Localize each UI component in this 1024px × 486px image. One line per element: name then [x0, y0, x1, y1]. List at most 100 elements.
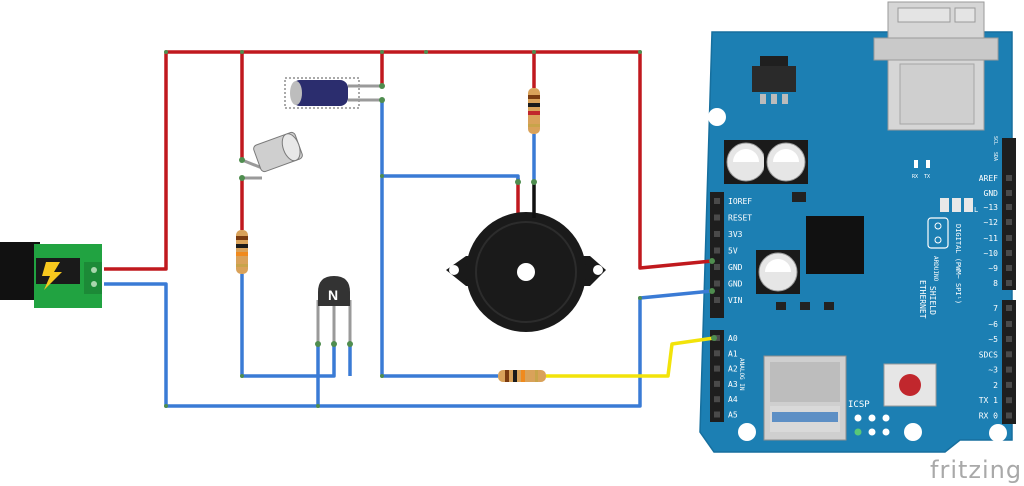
digital-pin	[1006, 305, 1012, 311]
digital-pin-label: RX 0	[979, 412, 998, 421]
piezo-buzzer	[446, 179, 606, 332]
smd-component	[792, 192, 806, 202]
digital-caption: DIGITAL (PWM~ SPI¹)	[954, 224, 962, 304]
analog-pin-label: A5	[728, 411, 738, 420]
arduino-logo: ARDUINO	[927, 217, 949, 282]
wire-bendpoints	[164, 50, 642, 408]
power-pin-label: VIN	[728, 296, 743, 305]
digital-pin	[1006, 250, 1012, 256]
electrolytic-capacitor	[284, 77, 385, 109]
mounting-hole	[904, 423, 922, 441]
digital-pin	[1006, 321, 1012, 327]
digital-pin-label: 2	[993, 381, 998, 390]
board-name-line2: SHIELD	[928, 286, 937, 315]
l-label: L	[974, 206, 978, 214]
analog-header	[710, 330, 724, 422]
wiznet-chip	[806, 216, 864, 274]
wires	[104, 50, 715, 408]
analog-pin	[714, 365, 720, 372]
led-rx	[914, 160, 918, 168]
power-pin-label: GND	[728, 280, 743, 289]
resistor-ldr-divider	[236, 230, 248, 274]
analog-pin	[714, 350, 720, 357]
power-pin-label: GND	[728, 263, 743, 272]
photoresistor	[239, 131, 303, 181]
analog-pin	[714, 411, 720, 418]
power-header	[710, 192, 724, 318]
lightning-bolt-icon	[42, 262, 62, 290]
ethernet-jack	[873, 1, 999, 131]
analog-pin	[714, 380, 720, 387]
transistor-base-wire	[240, 274, 336, 378]
digital-header-high	[1002, 138, 1016, 290]
voltage-regulator	[752, 56, 796, 104]
smd-component	[800, 302, 810, 310]
digital-pin-label: 7	[993, 304, 998, 313]
analog-pin-label: A2	[728, 365, 738, 374]
analog-pin-label: A1	[728, 349, 738, 358]
analog-pin-label: A0	[728, 334, 738, 343]
power-pin	[714, 247, 720, 254]
power-pin	[714, 231, 720, 237]
power-pin-label: 3V3	[728, 230, 743, 239]
mounting-hole	[738, 423, 756, 441]
resistor-signal	[498, 370, 546, 382]
digital-pin-label: ~9	[988, 264, 998, 273]
smd-component	[824, 302, 834, 310]
digital-pin	[1006, 381, 1012, 388]
analog-pin-label: A3	[728, 380, 738, 389]
digital-pin-label: ~13	[984, 203, 999, 212]
power-pin	[714, 297, 720, 303]
digital-pin-label: ~11	[984, 234, 999, 243]
power-pin-label: 5V	[728, 247, 738, 256]
smd-component	[776, 302, 786, 310]
icsp-header	[854, 414, 890, 436]
resistor-buzzer	[528, 88, 540, 134]
smd-led	[964, 198, 973, 212]
digital-pin-label: ~5	[988, 335, 998, 344]
digital-pin	[1006, 265, 1012, 271]
analog-pin	[714, 396, 720, 403]
arduino-ethernet-shield: RX TX L ICSP	[699, 1, 1016, 453]
digital-pin	[1006, 280, 1012, 286]
digital-pin	[1006, 366, 1012, 373]
signal-wire-a0	[546, 336, 715, 378]
board-capacitor	[724, 140, 768, 184]
power-pin	[714, 214, 720, 221]
npn-transistor: N	[315, 276, 353, 347]
digital-pin-label: ~10	[984, 249, 999, 258]
digital-pin-label: ~12	[984, 218, 999, 227]
digital-pin-label: ~3	[988, 366, 998, 375]
sda-label: SDA	[992, 152, 998, 161]
digital-header-low	[1002, 300, 1016, 424]
power-pin	[714, 280, 720, 287]
buzzer-hole	[517, 263, 535, 281]
smd-led	[940, 198, 949, 212]
power-pin-label: RESET	[728, 214, 752, 223]
brand-label: ARDUINO	[932, 256, 939, 282]
digital-pin	[1006, 397, 1012, 404]
buzzer-feed-wire	[382, 174, 520, 182]
analog-pin-label: A4	[728, 395, 738, 404]
digital-pin	[1006, 219, 1012, 225]
fritzing-watermark: fritzing	[930, 456, 1022, 484]
led-tx	[926, 160, 930, 168]
power-pin	[714, 198, 720, 204]
digital-pin	[1006, 336, 1012, 342]
icsp-label: ICSP	[848, 400, 870, 410]
digital-pin-label: AREF	[979, 174, 998, 183]
scl-label: SCL	[992, 136, 998, 145]
analog-caption: ANALOG IN	[738, 358, 745, 391]
ground-wire-main	[104, 282, 713, 408]
board-name-line1: ETHERNET	[918, 280, 927, 319]
board-capacitor	[764, 140, 808, 184]
digital-pin	[1006, 175, 1012, 181]
digital-pin	[1006, 190, 1012, 196]
mounting-hole	[989, 424, 1007, 442]
mounting-hole	[708, 108, 726, 126]
dc-power-jack	[0, 242, 102, 308]
power-pin-label: IOREF	[728, 197, 752, 206]
transistor-mark: N	[328, 287, 338, 303]
sd-card-slot	[763, 355, 847, 441]
